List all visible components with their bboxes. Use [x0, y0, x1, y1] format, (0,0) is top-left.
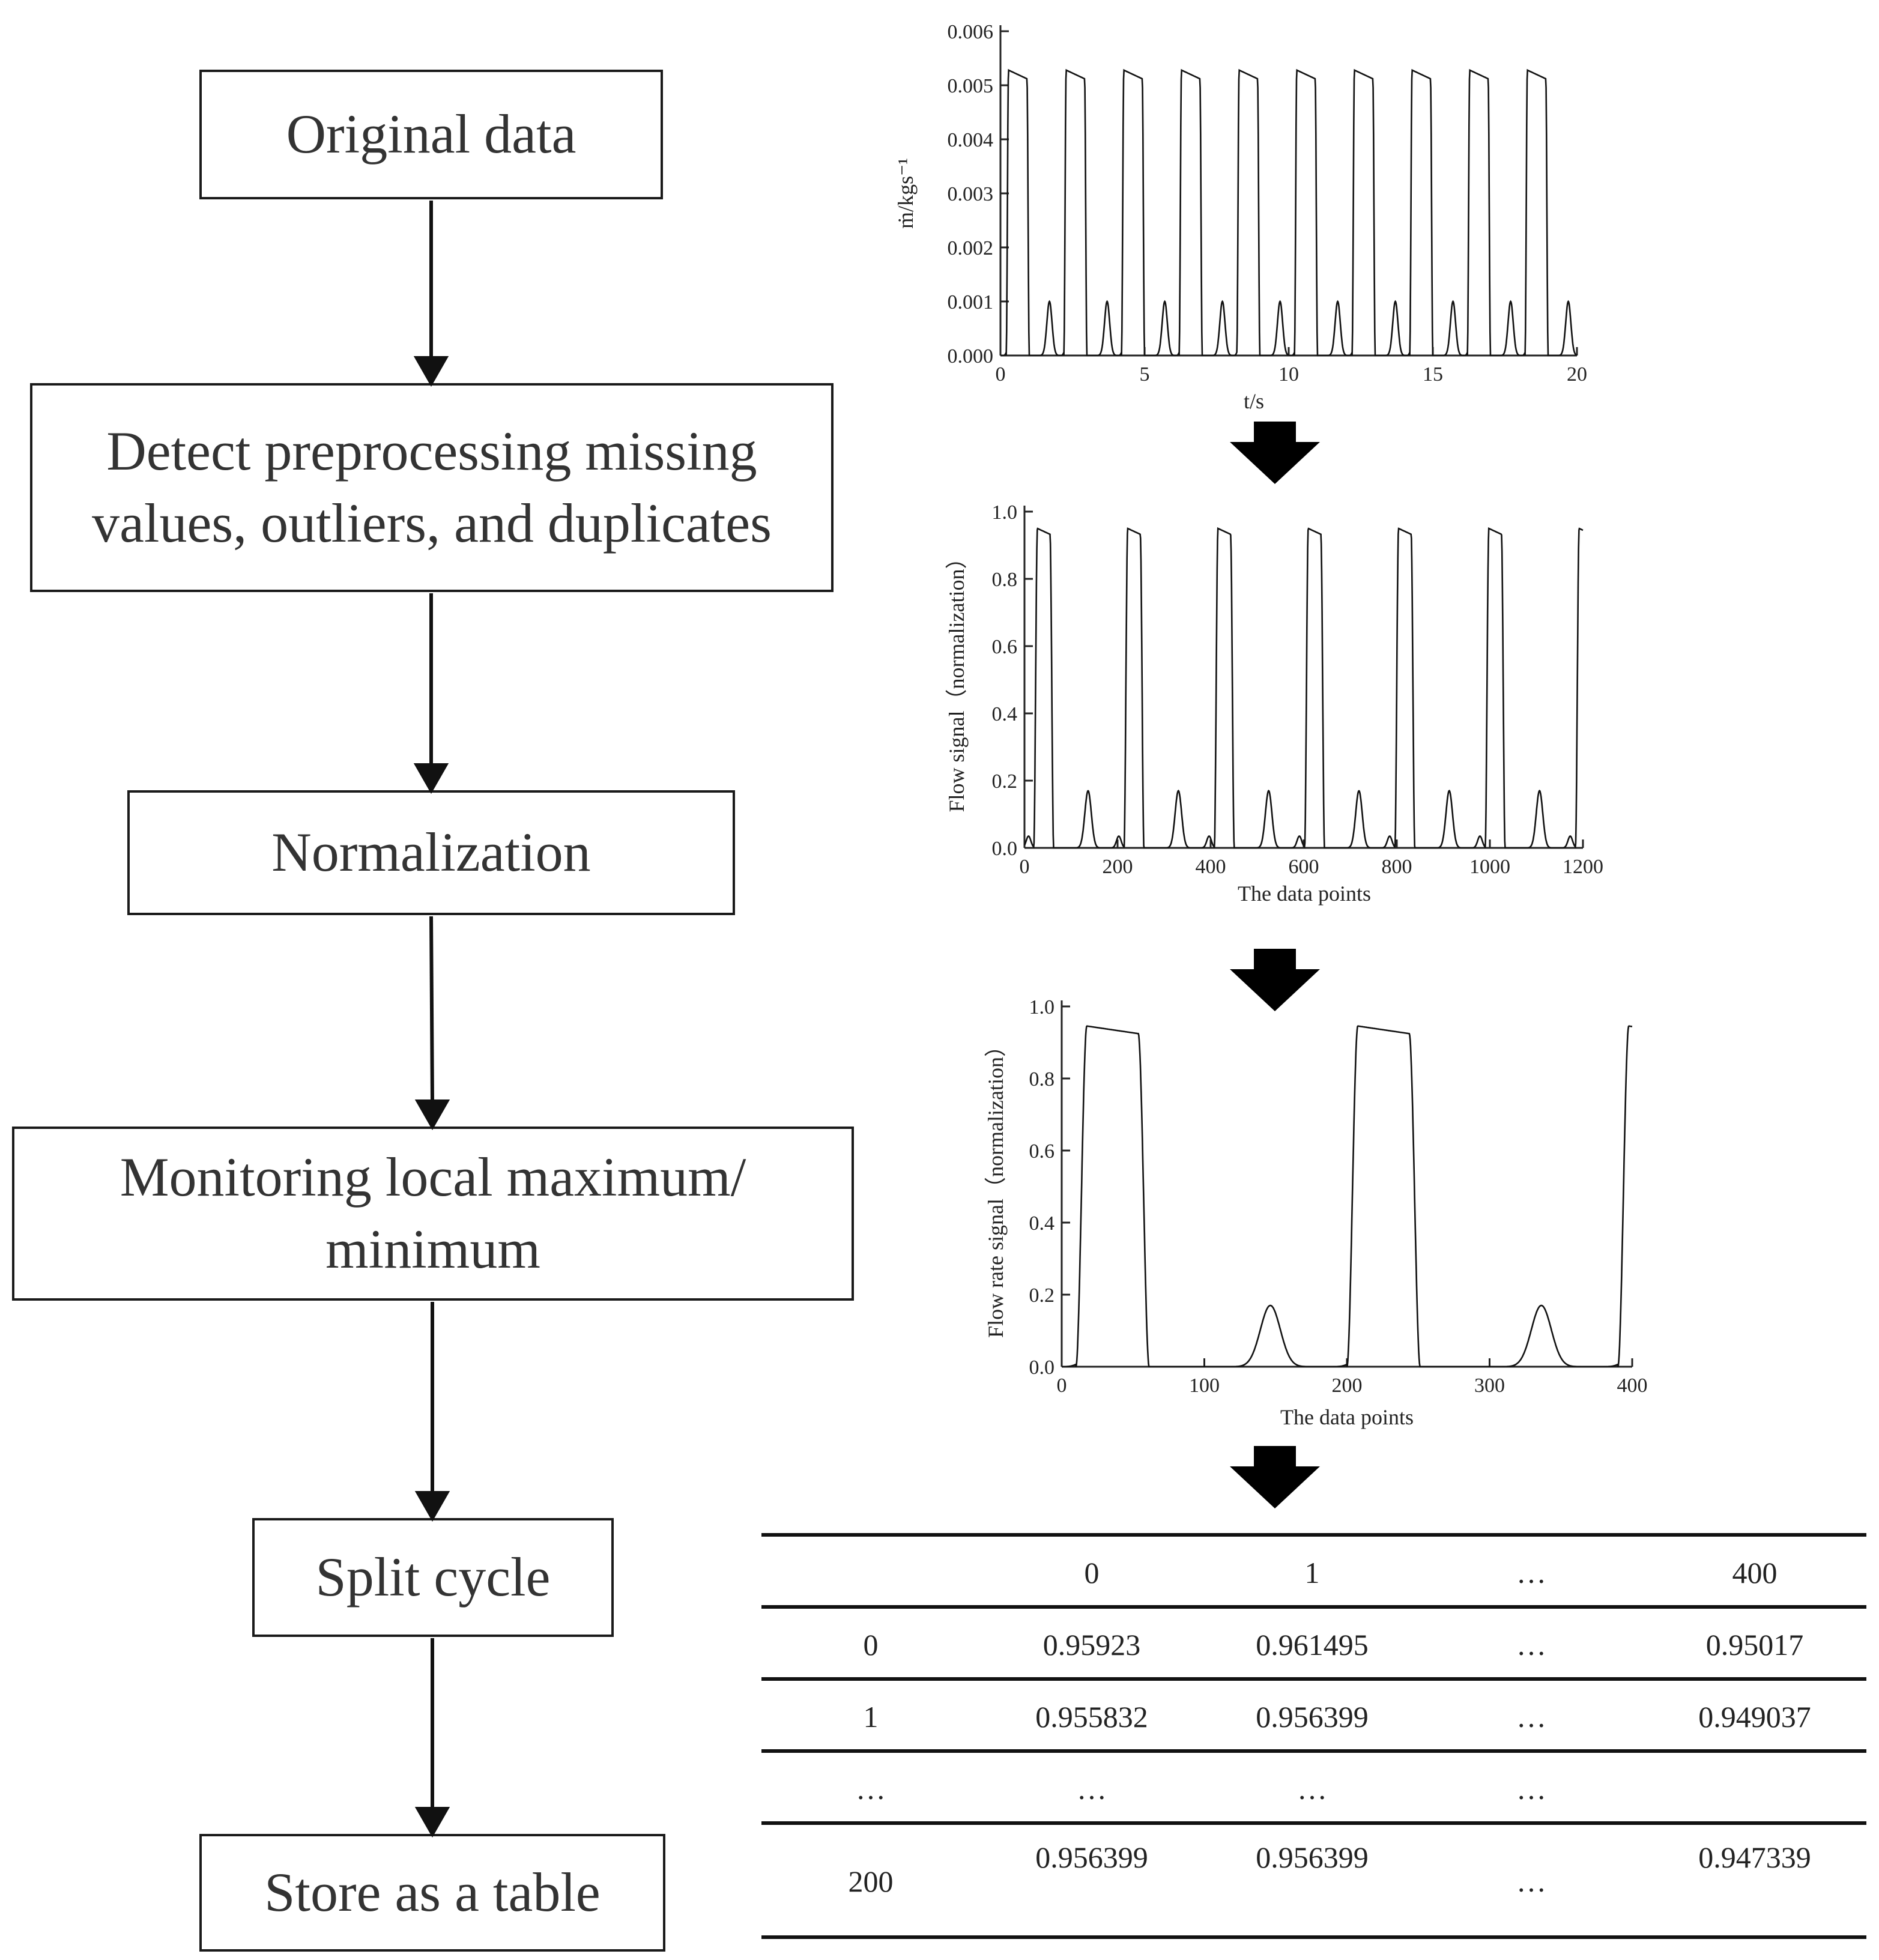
- y-tick-label: 1.0: [1029, 996, 1055, 1018]
- y-tick-label: 1.0: [992, 501, 1018, 524]
- chart-mass-flow-time: 0.000 0.001 0.002 0.003 0.004 0.005 0.006 0 5 10 1…: [894, 21, 1587, 413]
- y-tick-label: 0.2: [992, 770, 1018, 793]
- x-tick-label: 10: [1278, 363, 1299, 386]
- step-label: Original data: [286, 103, 576, 165]
- x-tick-label: 100: [1189, 1375, 1220, 1397]
- series-line: [1000, 68, 1578, 357]
- table-cell: 0: [864, 1628, 879, 1662]
- x-tick-label: 300: [1474, 1375, 1505, 1397]
- table-cell: 0.95017: [1706, 1628, 1804, 1662]
- arrow-4-head: [414, 1491, 450, 1522]
- y-tick-label: 0.0: [992, 838, 1018, 860]
- step-original-data: Original data: [199, 70, 663, 199]
- step-monitoring-extrema: Monitoring local maximum/ minimum: [12, 1127, 854, 1301]
- x-tick-label: 20: [1567, 363, 1587, 386]
- panel-arrow-2: [1230, 949, 1320, 1011]
- step-label: Store as a table: [264, 1862, 601, 1923]
- y-tick-label: 0.001: [948, 291, 994, 313]
- y-tick-label: 0.6: [1029, 1140, 1055, 1163]
- chart-flow-signal-normalized: 0.0 0.2 0.4 0.6 0.8 1.0 0 200 400 600 800 1000 1200T…: [945, 501, 1603, 906]
- table-cell: …: [1516, 1865, 1546, 1898]
- y-tick-label: 0.8: [1029, 1068, 1055, 1090]
- arrow-5-head: [414, 1807, 450, 1838]
- y-tick-label: 0.2: [1029, 1284, 1055, 1307]
- step-label: Normalization: [271, 821, 591, 883]
- y-tick-label: 0.000: [948, 345, 994, 368]
- x-tick-label: 0: [996, 363, 1006, 386]
- table-cell: 0.95923: [1043, 1628, 1141, 1662]
- table-cell: …: [1516, 1700, 1546, 1734]
- table-cell: 0.947339: [1698, 1841, 1811, 1874]
- step-label-line-2: values, outliers, and duplicates: [92, 492, 772, 554]
- table-cell: 0.961495: [1256, 1628, 1369, 1662]
- table-cell: 0.949037: [1698, 1700, 1811, 1734]
- step-store-table: Store as a table: [199, 1834, 665, 1952]
- y-axis-label: Flow rate signal（normalization）: [984, 1035, 1008, 1338]
- step-split-cycle: Split cycle: [252, 1518, 614, 1637]
- table-cell: 0.955832: [1035, 1700, 1148, 1734]
- y-tick-label: 0.4: [992, 703, 1018, 725]
- panel-arrow-1: [1230, 422, 1320, 484]
- x-tick-label: 0: [1057, 1375, 1067, 1397]
- y-tick-label: 0.002: [948, 237, 994, 259]
- y-tick-label: 0.004: [948, 129, 994, 151]
- step-label-line-1: Monitoring local maximum/: [120, 1146, 746, 1208]
- x-tick-label: 800: [1382, 856, 1412, 878]
- x-tick-label: 5: [1140, 363, 1150, 386]
- x-tick-label: 1200: [1563, 856, 1603, 878]
- cycle-table: 0 1 … 400 0 0.95923 0.961495 … 0.95017 1 0.955832 0…: [761, 1533, 1866, 1939]
- step-label: Split cycle: [315, 1546, 551, 1608]
- arrow-1-head: [413, 356, 449, 387]
- step-normalization: Normalization: [127, 790, 735, 915]
- series-line: [1023, 527, 1584, 849]
- panel-arrow-3: [1230, 1446, 1320, 1508]
- table-header-cell: …: [1516, 1556, 1546, 1589]
- y-tick-label: 0.6: [992, 636, 1018, 658]
- y-tick-label: 0.003: [948, 183, 994, 205]
- y-tick-label: 0.005: [948, 75, 994, 97]
- step-label-line-1: Detect preprocessing missing: [106, 420, 757, 482]
- table-cell: 1: [864, 1700, 879, 1734]
- table-cell: …: [856, 1772, 886, 1806]
- step-detect-preprocessing: Detect preprocessing missing values, out…: [30, 383, 834, 592]
- x-tick-label: 200: [1332, 1375, 1363, 1397]
- arrow-2-head: [413, 763, 449, 794]
- x-tick-label: 600: [1289, 856, 1319, 878]
- flow-arrows: [413, 201, 450, 1838]
- x-tick-label: 1000: [1469, 856, 1510, 878]
- y-tick-label: 0.4: [1029, 1212, 1055, 1235]
- table-cell: …: [1077, 1772, 1107, 1806]
- x-axis-label: The data points: [1280, 1405, 1414, 1429]
- step-label-line-2: minimum: [325, 1218, 540, 1280]
- table-cell: …: [1297, 1772, 1327, 1806]
- panel-arrows: [1230, 422, 1320, 1508]
- table-cell: …: [1516, 1628, 1546, 1662]
- x-tick-label: 0: [1020, 856, 1030, 878]
- x-tick-label: 200: [1103, 856, 1133, 878]
- x-tick-label: 400: [1196, 856, 1226, 878]
- arrow-3-shaft: [429, 916, 434, 1103]
- y-axis-label: ṁ/kgs⁻¹: [894, 158, 918, 229]
- table-cell: …: [1516, 1772, 1546, 1806]
- table-header-cell: 400: [1732, 1556, 1778, 1589]
- table-cell: 0.956399: [1035, 1841, 1148, 1874]
- arrow-3-head: [414, 1099, 450, 1131]
- table-cell: 0.956399: [1256, 1841, 1369, 1874]
- y-tick-label: 0.006: [948, 21, 994, 43]
- x-axis-label: The data points: [1238, 882, 1371, 906]
- y-tick-label: 0.0: [1029, 1357, 1055, 1379]
- table-header-cell: 0: [1085, 1556, 1100, 1589]
- x-tick-label: 15: [1423, 363, 1443, 386]
- table-cell: 200: [849, 1865, 894, 1898]
- y-tick-label: 0.8: [992, 569, 1018, 591]
- table-header-cell: 1: [1305, 1556, 1320, 1589]
- x-tick-label: 400: [1617, 1375, 1648, 1397]
- table-cell: 0.956399: [1256, 1700, 1369, 1734]
- y-axis-label: Flow signal（normalization）: [945, 548, 969, 812]
- series-line: [1061, 1025, 1633, 1368]
- x-axis-label: t/s: [1244, 389, 1264, 413]
